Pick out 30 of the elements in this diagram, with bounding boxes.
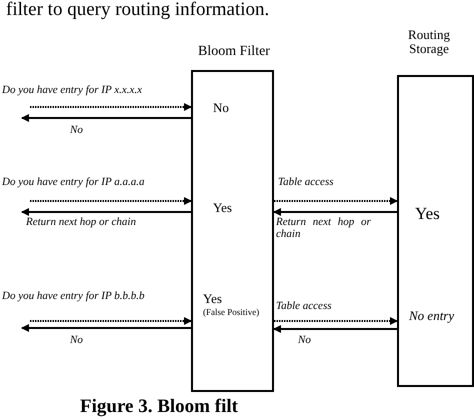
- edge-label: Table access: [276, 300, 332, 312]
- component-title: Routing Storage: [407, 28, 451, 57]
- edge-label: Table access: [278, 176, 334, 188]
- body-text: filter to query routing information.: [6, 0, 270, 21]
- status-text: Yes: [415, 205, 440, 224]
- edge-label: No: [298, 334, 311, 346]
- edge-label: Do you have entry for IP x.x.x.x: [2, 84, 142, 96]
- arrow: [30, 317, 192, 325]
- arrow: [274, 317, 398, 325]
- arrow: [274, 197, 398, 205]
- arrow: [273, 208, 397, 216]
- status-text: No: [213, 101, 229, 116]
- edge-label: Return next hop or chain: [276, 216, 372, 240]
- status-text: Yes: [203, 292, 222, 306]
- arrow: [30, 103, 192, 111]
- edge-label: Do you have entry for IP b.b.b.b: [2, 290, 144, 302]
- arrow: [30, 197, 192, 205]
- arrow: [273, 325, 397, 333]
- edge-label: No: [70, 124, 83, 136]
- arrow: [21, 324, 191, 332]
- arrow: [21, 208, 191, 216]
- status-text: Yes: [213, 201, 232, 216]
- status-text: (False Positive): [203, 308, 260, 318]
- component-title: Bloom Filter: [197, 44, 271, 60]
- edge-label: No: [70, 334, 83, 346]
- edge-label: Return next hop or chain: [26, 216, 136, 228]
- edge-label: Do you have entry for IP a.a.a.a: [2, 176, 144, 188]
- figure-caption: Figure 3. Bloom filt: [80, 397, 238, 418]
- status-text: No entry: [409, 309, 454, 324]
- arrow: [21, 114, 191, 122]
